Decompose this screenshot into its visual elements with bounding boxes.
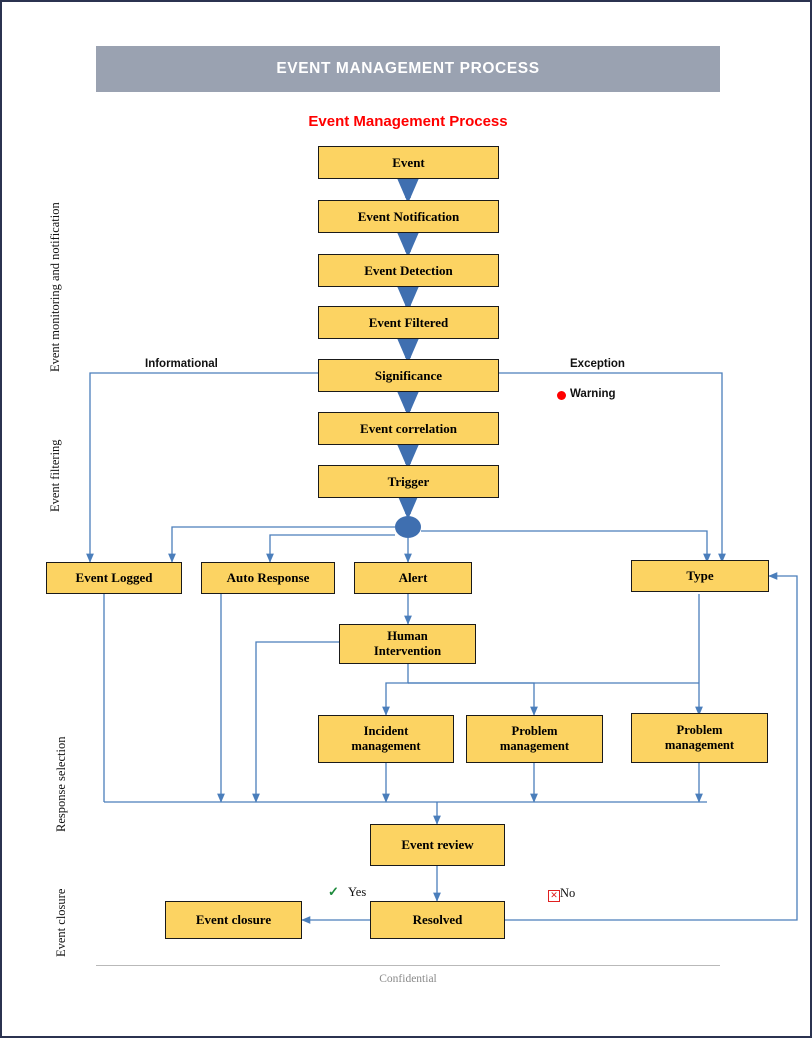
node-event[interactable]: Event	[318, 146, 499, 179]
node-problem-management-2-line1: Problem	[676, 722, 723, 737]
edge-label-informational: Informational	[145, 358, 218, 370]
node-incident-management-line1: Incident	[363, 723, 409, 738]
node-problem-management-2[interactable]: Problem management	[631, 713, 768, 763]
node-problem-management-1-line2: management	[499, 739, 570, 753]
cross-box-icon: ✕	[548, 890, 560, 902]
node-alert[interactable]: Alert	[354, 562, 472, 594]
node-human-intervention[interactable]: Human Intervention	[339, 624, 476, 664]
edge-label-warning: Warning	[570, 388, 616, 400]
lane-label-event-monitoring: Event monitoring and notification	[48, 202, 62, 372]
node-problem-management-1-line1: Problem	[511, 723, 558, 738]
node-incident-management-line2: management	[351, 739, 421, 753]
diagram-title: Event Management Process	[308, 113, 508, 130]
footer-divider	[96, 965, 720, 966]
lane-label-event-filtering: Event filtering	[48, 439, 62, 512]
node-human-intervention-line1: Human	[387, 628, 428, 643]
node-problem-management-1[interactable]: Problem management	[466, 715, 603, 763]
node-event-notification[interactable]: Event Notification	[318, 200, 499, 233]
lane-label-event-closure: Event closure	[54, 888, 68, 957]
warning-dot-icon	[557, 391, 566, 400]
node-auto-response[interactable]: Auto Response	[201, 562, 335, 594]
node-event-closure[interactable]: Event closure	[165, 901, 302, 939]
edge-label-exception: Exception	[570, 358, 625, 370]
node-incident-management[interactable]: Incident management	[318, 715, 454, 763]
node-type[interactable]: Type	[631, 560, 769, 592]
footer-text: Confidential	[379, 973, 437, 985]
node-event-logged[interactable]: Event Logged	[46, 562, 182, 594]
edge-label-yes: Yes	[348, 885, 367, 899]
lane-label-response-selection: Response selection	[54, 736, 68, 832]
check-icon: ✓	[328, 884, 339, 899]
node-trigger[interactable]: Trigger	[318, 465, 499, 498]
banner-title: EVENT MANAGEMENT PROCESS	[276, 60, 540, 77]
node-event-review[interactable]: Event review	[370, 824, 505, 866]
node-event-filtered[interactable]: Event Filtered	[318, 306, 499, 339]
page-banner: EVENT MANAGEMENT PROCESS	[96, 46, 720, 92]
node-resolved[interactable]: Resolved	[370, 901, 505, 939]
edge-label-no: No	[560, 886, 576, 900]
node-event-detection[interactable]: Event Detection	[318, 254, 499, 287]
node-human-intervention-line2: Intervention	[373, 644, 442, 658]
node-problem-management-2-line2: management	[664, 738, 735, 752]
node-significance[interactable]: Significance	[318, 359, 499, 392]
node-event-correlation[interactable]: Event correlation	[318, 412, 499, 445]
